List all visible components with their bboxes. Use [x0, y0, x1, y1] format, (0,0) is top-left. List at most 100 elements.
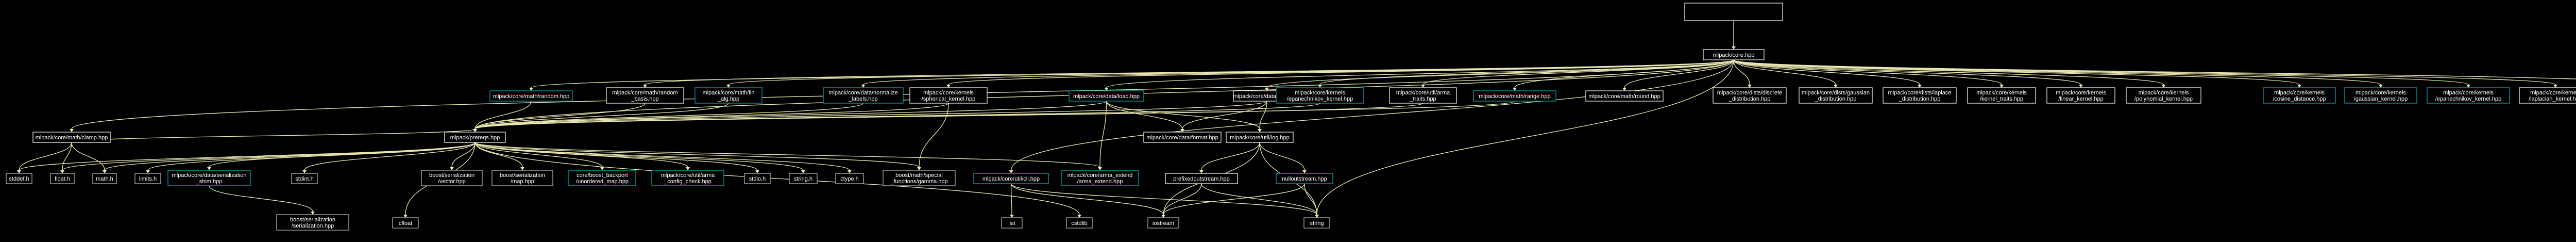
edge-core-to-lin_alg: [728, 59, 1734, 85]
node-polynomial_kernel[interactable]: mlpack/core/kernels/polynomial_kernel.hp…: [2126, 87, 2201, 104]
node-gamma: boost/math/special_functions/gamma.hpp: [883, 170, 956, 186]
node-box-random: [489, 90, 573, 102]
node-box-range: [1473, 90, 1556, 102]
arrowhead-core-to-normalize_labels: [861, 85, 866, 88]
edge-core-to-cosine_distance: [1733, 59, 2300, 85]
node-prefixedoutstream[interactable]: prefixedoutstream.hpp: [1165, 173, 1238, 184]
node-label-gaussian_kernel-1: /gaussian_kernel.hpp: [2354, 96, 2408, 102]
node-box-spherical: [909, 87, 988, 104]
node-label-nulloutstream-0: nulloutstream.hpp: [1282, 176, 1327, 182]
node-lin_alg[interactable]: mlpack/core/math/lin_alg.hpp: [694, 87, 762, 104]
node-label-clamp-0: mlpack/core/math/clamp.hpp: [36, 135, 108, 141]
node-label-normalize_labels-0: mlpack/core/data/normalize: [828, 90, 898, 96]
node-label-boost_map-1: /map.hpp: [511, 179, 534, 185]
edge-core-to-epanechnikov: [1319, 59, 1734, 85]
arrowhead-save-to-format: [1180, 129, 1184, 132]
node-box-load: [1069, 90, 1144, 102]
node-serialization_shim[interactable]: mlpack/core/data/serialization_shim.hpp: [167, 170, 251, 186]
edge-core-to-linear_kernel: [1733, 59, 2081, 85]
node-box-gaussian_dist: [1799, 87, 1873, 104]
node-boost_vector: boost/serialization/vector.hpp: [421, 170, 483, 186]
node-kernel_traits[interactable]: mlpack/core/kernels/kernel_traits.hpp: [1967, 87, 2036, 104]
node-cli[interactable]: mlpack/core/util/cli.hpp: [973, 173, 1049, 184]
arrowhead-core-to-epanechnikov: [1318, 85, 1322, 88]
node-core[interactable]: mlpack/core.hpp: [1703, 49, 1765, 60]
node-label-list-0: list: [1008, 220, 1015, 227]
arrowhead-prereqs-to-stddef: [17, 170, 21, 173]
node-label-prefixedoutstream-0: prefixedoutstream.hpp: [1173, 176, 1229, 182]
node-label-gamma-1: _functions/gamma.hpp: [890, 179, 947, 185]
node-label-load-0: mlpack/core/data/load.hpp: [1073, 93, 1140, 100]
node-label-format-0: mlpack/core/data/format.hpp: [1146, 135, 1218, 141]
node-stdio: stdio.h: [744, 173, 771, 184]
node-prereqs[interactable]: mlpack/prereqs.hpp: [444, 132, 506, 143]
node-label-random_basis-0: mlpack/core/math/random: [612, 90, 677, 96]
node-cosine_distance[interactable]: mlpack/core/kernels/cosine_distance.hpp: [2263, 87, 2336, 104]
node-range[interactable]: mlpack/core/math/range.hpp: [1473, 90, 1556, 102]
node-label-root-1: /hyperbolic_tangent_kernel.hpp: [1694, 12, 1773, 19]
node-clamp[interactable]: mlpack/core/math/clamp.hpp: [32, 132, 111, 143]
node-label-string-0: string: [1310, 220, 1324, 227]
node-box-unordered_map: [568, 170, 636, 186]
arrowhead-cli-to-string: [1315, 215, 1319, 218]
node-arma_traits[interactable]: mlpack/core/util/arma_traits.hpp: [1389, 87, 1457, 104]
node-unordered_map[interactable]: core/boost_backport/unordered_map.hpp: [568, 170, 636, 186]
arrowhead-core-to-save: [1265, 88, 1269, 91]
node-epanechnikov[interactable]: mlpack/core/kernels/epanechnikov_kernel.…: [1276, 87, 1364, 104]
node-arma_config[interactable]: mlpack/core/util/arma_config_check.hpp: [651, 170, 724, 186]
node-format[interactable]: mlpack/core/data/format.hpp: [1143, 132, 1222, 143]
arrowhead-core-to-round: [1622, 88, 1626, 91]
node-arma_extend[interactable]: mlpack/core/arma_extend/arma_extend.hpp: [1061, 170, 1139, 186]
node-label-gaussian_dist-1: _distribution.hpp: [1815, 96, 1857, 102]
arrowhead-cli-to-list: [1010, 215, 1014, 218]
edge-save-to-prereqs: [474, 101, 1267, 130]
node-box-arma_config: [651, 170, 724, 186]
node-laplacian_kernel[interactable]: mlpack/core/kernels/laplacian_kernel.hpp: [2519, 87, 2576, 104]
node-discrete[interactable]: mlpack/core/dists/discrete_distribution.…: [1713, 87, 1787, 104]
node-load[interactable]: mlpack/core/data/load.hpp: [1069, 90, 1144, 102]
node-stddef: stddef.h: [6, 173, 32, 184]
node-linear_kernel[interactable]: mlpack/core/kernels/linear_kernel.hpp: [2046, 87, 2115, 104]
edge-range-to-prereqs: [474, 101, 1515, 130]
node-label-cosine_distance-0: mlpack/core/kernels: [2274, 90, 2325, 96]
node-root[interactable]: src/mlpack/core/kernels/hyperbolic_tange…: [1684, 3, 1783, 21]
node-normalize_labels[interactable]: mlpack/core/data/normalize_labels.hpp: [823, 87, 904, 104]
node-gaussian_dist[interactable]: mlpack/core/dists/gaussian_distribution.…: [1799, 87, 1873, 104]
node-label-boost_vector-1: /vector.hpp: [438, 179, 466, 185]
node-box-iostream: [1147, 217, 1179, 229]
node-random[interactable]: mlpack/core/math/random.hpp: [489, 90, 573, 102]
node-label-cosine_distance-1: /cosine_distance.hpp: [2273, 96, 2326, 102]
node-box-kernel_traits: [1967, 87, 2036, 104]
node-gaussian_kernel[interactable]: mlpack/core/kernels/gaussian_kernel.hpp: [2344, 87, 2417, 104]
node-label-boost_serialization-1: /serialization.hpp: [292, 223, 334, 229]
edge-prereqs-to-arma_extend: [474, 142, 1100, 168]
node-box-string: [1303, 217, 1330, 229]
edge-core-to-normalize_labels: [862, 59, 1734, 85]
node-round[interactable]: mlpack/core/math/round.hpp: [1585, 90, 1664, 102]
node-box-root: [1684, 3, 1783, 21]
arrowhead-core-to-laplacian_kernel: [2553, 85, 2557, 88]
node-label-lin_alg-1: _alg.hpp: [717, 96, 739, 102]
edge-prereqs-to-stdint: [304, 142, 476, 171]
node-label-epanechnikov2-1: /epanechnikov_kernel.hpp: [2435, 96, 2501, 102]
node-spherical[interactable]: mlpack/core/kernels/spherical_kernel.hpp: [909, 87, 988, 104]
node-label-linear_kernel-1: /linear_kernel.hpp: [2058, 96, 2103, 102]
node-label-random-0: mlpack/core/math/random.hpp: [493, 93, 570, 100]
node-label-arma_extend-0: mlpack/core/arma_extend: [1067, 172, 1133, 179]
node-label-ctype-0: ctype.h: [840, 176, 858, 182]
node-label-boost_map-0: boost/serialization: [500, 172, 545, 179]
node-box-arma_extend: [1061, 170, 1139, 186]
node-box-core: [1703, 49, 1765, 60]
node-laplace_dist[interactable]: mlpack/core/dists/laplace_distribution.h…: [1883, 87, 1957, 104]
node-cstdlib: cstdlib: [1066, 217, 1093, 229]
node-label-epanechnikov-1: /epanechnikov_kernel.hpp: [1287, 96, 1353, 102]
node-label-laplacian_kernel-0: mlpack/core/kernels: [2530, 90, 2576, 96]
arrowhead-core-to-kernel_traits: [1999, 85, 2004, 88]
node-label-unordered_map-1: /unordered_map.hpp: [576, 179, 629, 185]
node-box-lin_alg: [694, 87, 762, 104]
node-label-unordered_map-0: core/boost_backport: [577, 172, 628, 179]
node-random_basis[interactable]: mlpack/core/math/random_basis.hpp: [606, 87, 684, 104]
node-log[interactable]: mlpack/core/util/log.hpp: [1226, 132, 1294, 143]
node-nulloutstream[interactable]: nulloutstream.hpp: [1276, 173, 1333, 184]
node-epanechnikov2[interactable]: mlpack/core/kernels/epanechnikov_kernel.…: [2427, 87, 2510, 104]
